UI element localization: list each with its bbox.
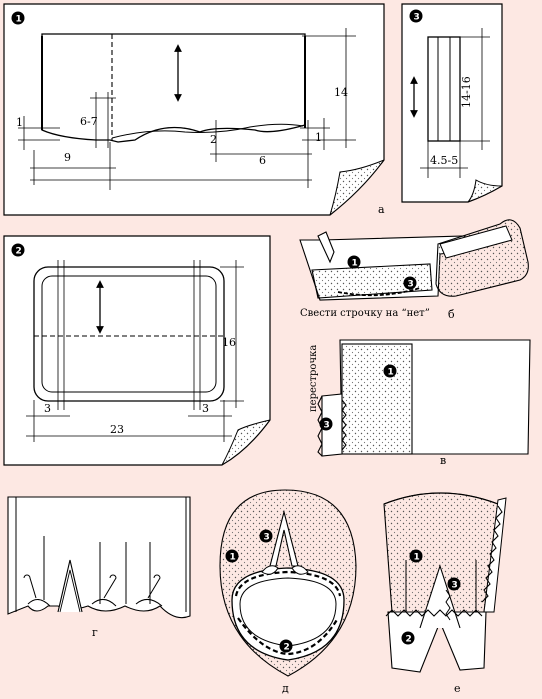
panel-d-illustration: 1 3 2 д — [219, 489, 357, 695]
panel-v-illustration: 1 3 перестрочка в — [308, 339, 531, 467]
dim-left-edge: 1 — [16, 116, 23, 129]
panel-a-marker: 1 — [16, 15, 22, 25]
pocket-marker: 2 — [16, 247, 22, 257]
panel-pocket-sheet: 2 16 3 3 23 — [3, 235, 271, 466]
panel-b-illustration: 1 3 Свести строчку на “нет” б — [299, 219, 529, 321]
letter-e: е — [454, 682, 461, 695]
pocket-dim-right: 3 — [202, 402, 209, 415]
letter-a: а — [378, 203, 385, 216]
panel-g-illustration: г — [7, 496, 191, 639]
dim-width-right: 6 — [259, 154, 266, 167]
dim-height: 14 — [334, 86, 348, 99]
panel-v-side-label: перестрочка — [308, 345, 319, 412]
strap-marker: 3 — [414, 13, 420, 23]
panel-e-marker-3: 3 — [452, 581, 458, 591]
panel-e-illustration: 1 3 2 е — [383, 492, 507, 695]
panel-strap-sheet: 3 14-16 4.5-5 — [401, 3, 503, 203]
pocket-dim-width: 23 — [110, 423, 124, 436]
strap-dim-width: 4.5-5 — [430, 154, 458, 167]
panel-a-sheet: 1 1 6-7 9 2 6 14 1 — [3, 3, 385, 216]
panel-d-marker-3: 3 — [264, 533, 270, 543]
letter-b: б — [448, 308, 455, 321]
letter-g: г — [92, 626, 98, 639]
panel-e-marker-1: 1 — [414, 553, 420, 563]
panel-b-marker-3: 3 — [408, 280, 414, 290]
letter-d: д — [282, 682, 289, 695]
panel-v-marker-3: 3 — [324, 421, 330, 431]
pocket-dim-left: 3 — [44, 402, 51, 415]
panel-d-marker-1: 1 — [230, 553, 236, 563]
pocket-inner — [41, 275, 217, 393]
dim-right-edge: 1 — [315, 131, 322, 144]
dim-width-left: 9 — [64, 151, 71, 164]
panel-d-marker-2: 2 — [284, 643, 290, 653]
panel-b-marker-1: 1 — [352, 259, 358, 269]
panel-e-marker-2: 2 — [406, 635, 412, 645]
panel-b-caption: Свести строчку на “нет” — [300, 308, 430, 319]
pocket-dim-height: 16 — [222, 336, 236, 349]
panel-v-marker-1: 1 — [388, 368, 394, 378]
dim-center: 2 — [210, 133, 217, 146]
letter-v: в — [440, 454, 446, 467]
pocket-outer — [33, 266, 225, 402]
strap-piece — [427, 36, 461, 142]
strap-dim-height: 14-16 — [460, 76, 473, 108]
dim-dart: 6-7 — [80, 115, 98, 128]
